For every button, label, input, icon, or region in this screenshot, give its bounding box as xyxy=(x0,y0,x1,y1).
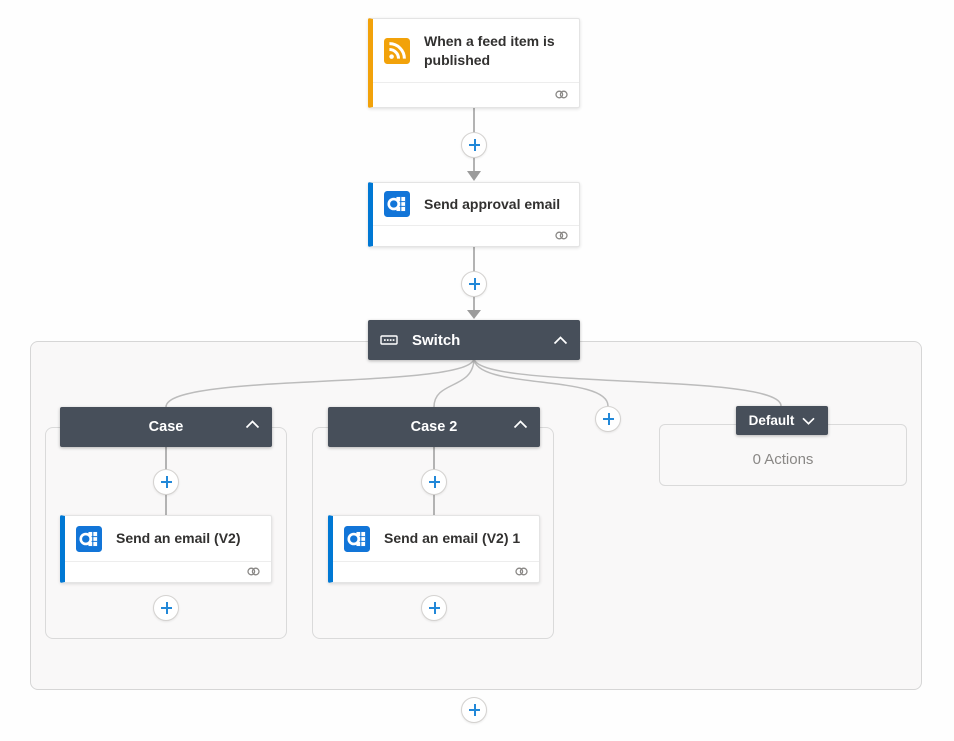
case-2-title: Case 2 xyxy=(410,419,458,435)
link-icon xyxy=(554,228,569,246)
case-2-header[interactable]: Case 2 xyxy=(328,407,540,447)
chevron-up-icon[interactable] xyxy=(513,420,528,429)
insert-step-button[interactable] xyxy=(153,469,179,495)
rss-icon xyxy=(384,37,410,64)
plus-icon xyxy=(429,602,440,614)
card-footer xyxy=(333,561,539,583)
plus-icon xyxy=(603,413,614,425)
plus-icon xyxy=(161,602,172,614)
card-footer xyxy=(65,561,271,583)
default-branch-title: Default xyxy=(748,413,795,428)
action-card-send-approval-email[interactable]: Send approval email xyxy=(368,182,580,247)
switch-block-title: Switch xyxy=(412,331,461,349)
link-icon xyxy=(514,564,529,582)
action-card-title: Send an email (V2) xyxy=(116,530,241,547)
plus-icon xyxy=(469,704,480,716)
link-icon xyxy=(554,87,569,105)
plus-icon xyxy=(469,278,480,290)
chevron-down-icon[interactable] xyxy=(802,417,815,425)
outlook-icon xyxy=(384,191,410,217)
insert-step-button[interactable] xyxy=(461,271,487,297)
action-card-send-email-v2[interactable]: Send an email (V2) xyxy=(60,515,272,583)
outlook-icon xyxy=(344,525,370,552)
insert-step-button[interactable] xyxy=(461,697,487,723)
insert-step-button[interactable] xyxy=(421,595,447,621)
switch-block-header[interactable]: Switch xyxy=(368,320,580,360)
card-footer xyxy=(373,82,579,108)
insert-step-button[interactable] xyxy=(421,469,447,495)
trigger-card-title: When a feed item is published xyxy=(424,32,555,68)
plus-icon xyxy=(469,139,480,151)
card-footer xyxy=(373,225,579,247)
switch-icon xyxy=(380,334,398,346)
case-1-header[interactable]: Case xyxy=(60,407,272,447)
chevron-up-icon[interactable] xyxy=(553,335,568,345)
plus-icon xyxy=(429,476,440,488)
default-empty-actions-label: 0 Actions xyxy=(752,451,814,468)
action-card-title: Send an email (V2) 1 xyxy=(384,530,521,547)
plus-icon xyxy=(161,476,172,488)
default-branch-header[interactable]: Default xyxy=(736,406,828,435)
chevron-up-icon[interactable] xyxy=(245,420,260,429)
action-card-title: Send approval email xyxy=(424,195,561,212)
action-card-send-email-v2-1[interactable]: Send an email (V2) 1 xyxy=(328,515,540,583)
add-case-button[interactable] xyxy=(595,406,621,432)
insert-step-button[interactable] xyxy=(461,132,487,158)
case-1-title: Case xyxy=(148,419,184,435)
link-icon xyxy=(246,564,261,582)
outlook-icon xyxy=(76,525,102,552)
trigger-card-feed-item[interactable]: When a feed item is published xyxy=(368,18,580,108)
insert-step-button[interactable] xyxy=(153,595,179,621)
